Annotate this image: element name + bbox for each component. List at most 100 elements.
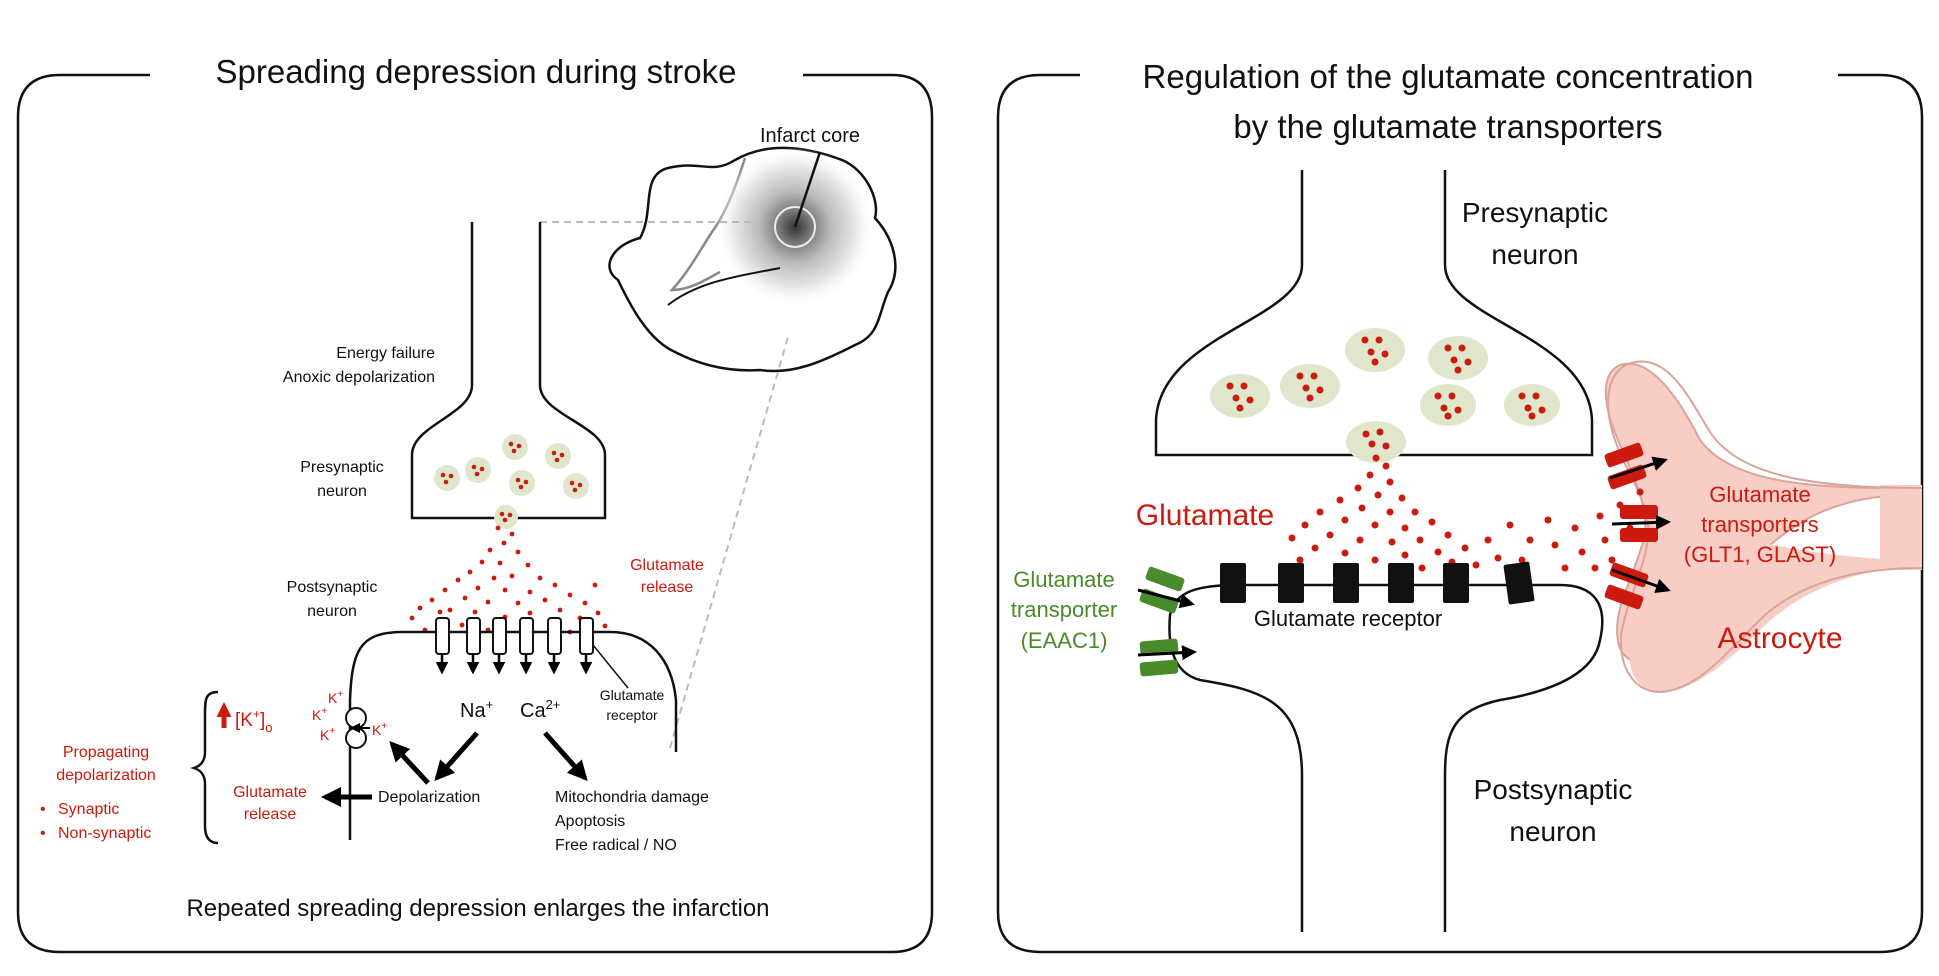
glutamate-receptor [547,617,562,675]
vesicle [545,443,571,469]
depolarization-to-k-arrow [389,741,430,785]
astrocyte-edge-fill [1880,485,1922,570]
vesicle [434,465,460,491]
glutamate-receptor [1278,563,1304,603]
side-glutamate-release-label-2: release [244,806,297,823]
astrocyte-outline [1607,360,1923,694]
k-ion: K+ [312,706,327,723]
left-postsynaptic-label-1: Postsynaptic [287,579,378,596]
left-glutamate-release-label-2: release [641,579,694,596]
na-to-depolarization-arrow [434,731,479,781]
left-glutamate-dots [409,525,608,635]
k-ion: K+ [328,689,343,706]
left-panel-title: Spreading depression during stroke [216,53,737,90]
propagating-label-2: depolarization [56,767,156,784]
non-synaptic-label: Non-synaptic [58,825,151,842]
brain-midline [667,267,781,306]
right-presynaptic-label-2: neuron [1491,239,1578,270]
left-glutamate-receptor-label-2: receptor [606,707,658,723]
depolarization-label: Depolarization [378,789,480,806]
na-ion-label: Na+ [460,697,493,722]
right-panel-title-line-2: by the glutamate transporters [1233,108,1662,145]
vesicle [563,473,589,499]
left-postsynaptic-membrane [348,630,678,840]
k-concentration-increase: [K+]o [216,702,272,735]
synaptic-label: Synaptic [58,801,119,818]
free-radical-label: Free radical / NO [555,837,677,854]
vesicle [509,470,535,496]
left-panel-frame [16,73,934,954]
glutamate-label: Glutamate [1136,499,1274,532]
right-postsynaptic-label-2: neuron [1509,816,1596,847]
synaptic-bullet: • [40,801,46,818]
mitochondria-damage-label: Mitochondria damage [555,789,709,806]
k-ion: K+ [372,721,387,738]
apoptosis-label: Apoptosis [555,813,625,830]
right-presynaptic-label-1: Presynaptic [1462,197,1608,228]
side-glutamate-release-label-1: Glutamate [233,784,307,801]
eaac1-label-2: transporter [1011,597,1117,622]
vesicle [1345,328,1405,372]
eaac1-transporter [1137,566,1197,677]
glutamate-receptor [492,617,507,675]
vesicle [1346,421,1406,463]
glt1-glast-label-2: transporters [1701,512,1818,537]
right-glutamate-receptors [1220,561,1535,605]
left-postsynaptic-label-2: neuron [307,603,357,620]
potassium-channel [345,707,370,749]
left-glutamate-receptor-label-1: Glutamate [600,687,665,703]
left-presynaptic-terminal [410,222,607,520]
zoom-line-bottom [669,336,789,749]
left-panel: Spreading depression during stroke Infar… [16,53,934,954]
left-brace [190,690,219,845]
glutamate-receptor [1220,563,1246,603]
vesicle [494,505,518,529]
right-panel: Regulation of the glutamate concentratio… [996,58,1924,954]
right-glutamate-dots [1288,454,1654,572]
right-postsynaptic-membrane [1168,583,1604,932]
anoxic-depolarization-label: Anoxic depolarization [283,369,435,386]
glutamate-receptor [1443,563,1469,603]
vesicle [465,457,491,483]
vesicle [1280,364,1340,408]
k-concentration-label: [K+]o [235,707,272,735]
glutamate-receptor [466,617,481,675]
glt1-glast-label-1: Glutamate [1709,482,1811,507]
glt1-glast-label-3: (GLT1, GLAST) [1684,542,1836,567]
astrocyte-label: Astrocyte [1717,622,1842,655]
left-presynaptic-label-1: Presynaptic [300,459,384,476]
glt1-glast-transporters [1604,442,1671,610]
vesicle [502,434,528,460]
eaac1-label-3: (EAAC1) [1021,628,1108,653]
left-glutamate-release-label-1: Glutamate [630,557,704,574]
propagating-label-1: Propagating [63,744,149,761]
glutamate-receptor [1333,563,1359,603]
glutamate-receptor [519,617,534,675]
left-panel-footer: Repeated spreading depression enlarges t… [186,895,769,922]
ca-ion-label: Ca2+ [520,697,560,722]
vesicle [1420,384,1476,426]
eaac1-label-1: Glutamate [1013,567,1115,592]
right-panel-title-line-1: Regulation of the glutamate concentratio… [1143,58,1754,95]
non-synaptic-bullet: • [40,825,46,842]
ca-to-mitochondria-arrow [543,731,588,781]
left-vesicles [434,434,589,529]
right-postsynaptic-label-1: Postsynaptic [1474,774,1633,805]
infarct-core-pointer [793,151,822,228]
infarct-core-ring [774,206,816,248]
glutamate-receptor [1503,561,1535,605]
receptor-pointer [592,644,629,689]
glutamate-receptor [435,617,450,675]
right-panel-frame [996,73,1924,954]
left-presynaptic-label-2: neuron [317,483,367,500]
brain-illustration: Infarct core [608,125,897,373]
infarct-core-label: Infarct core [760,125,860,147]
glutamate-receptor [1388,563,1414,603]
left-glutamate-receptors [435,617,594,675]
vesicle [1428,336,1488,380]
right-glutamate-receptor-label: Glutamate receptor [1254,606,1442,631]
k-ion-labels: K+ K+ K+ K+ [312,689,387,743]
vesicle [1504,384,1560,426]
energy-failure-label: Energy failure [336,345,435,362]
